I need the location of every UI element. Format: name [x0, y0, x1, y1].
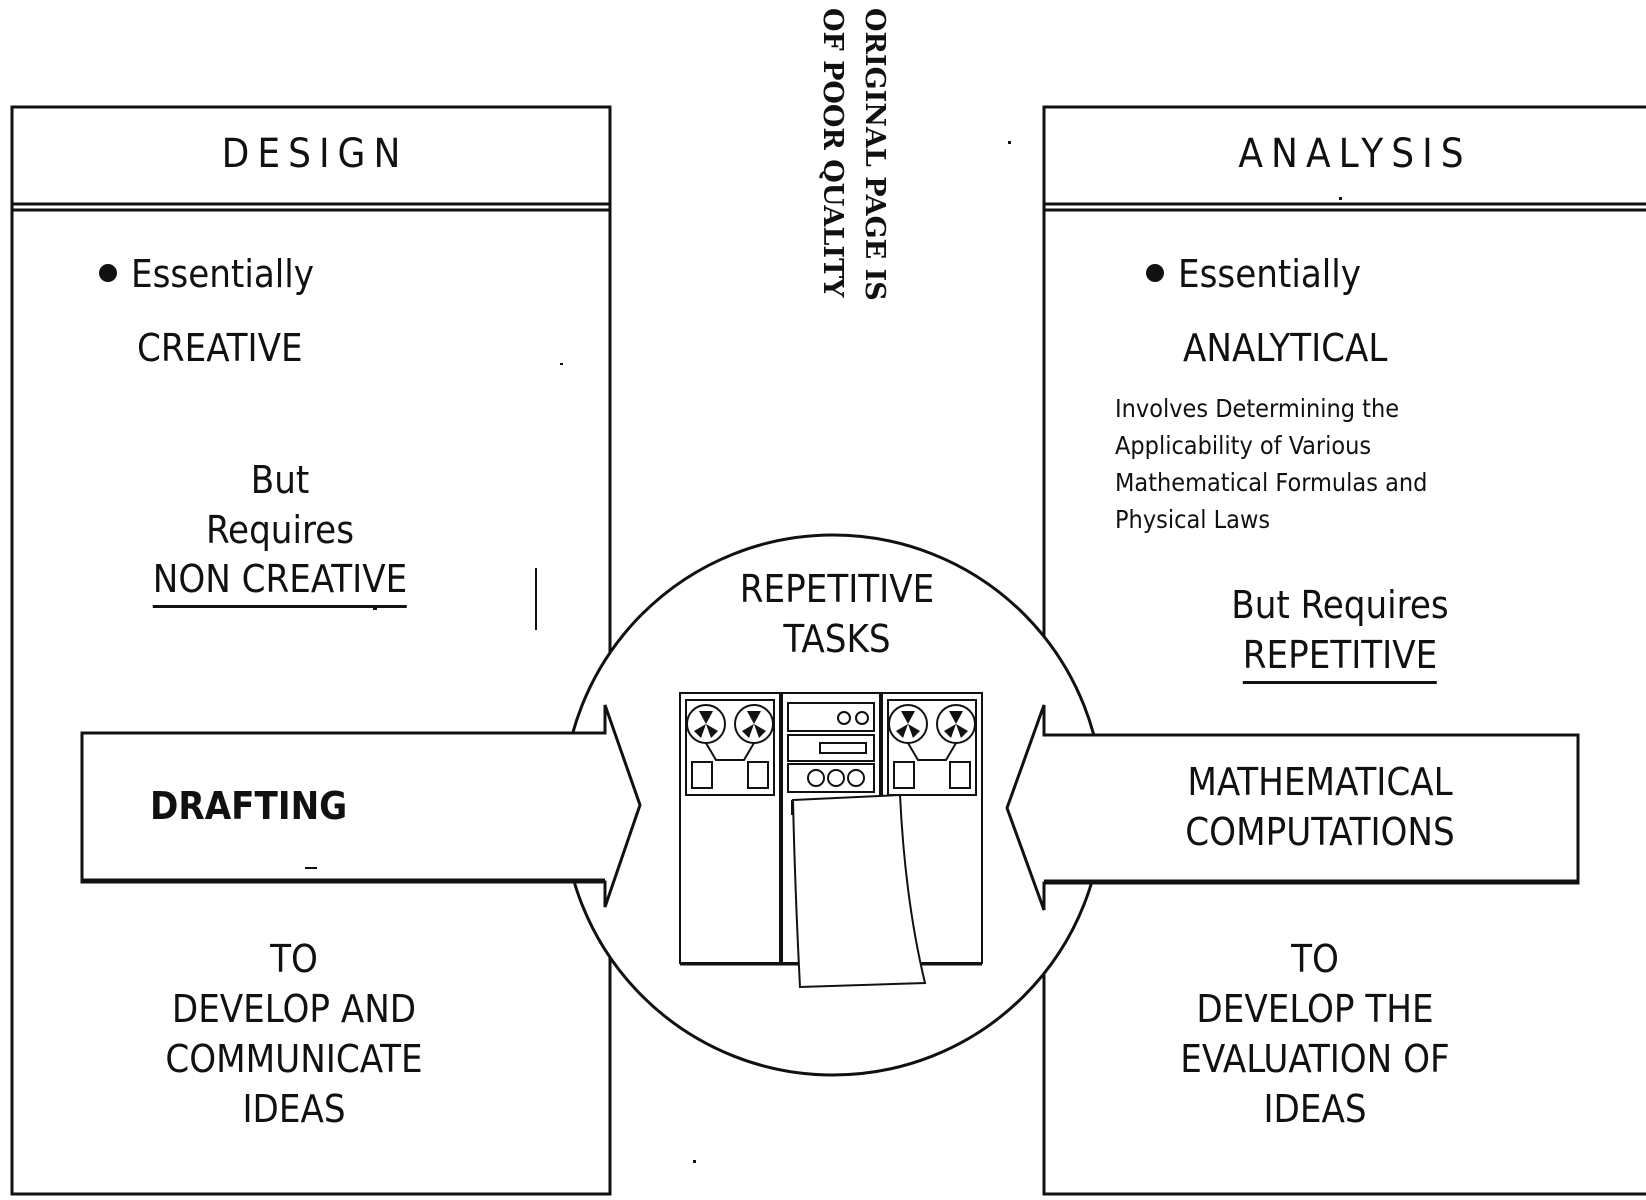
stamp-line-1: ORIGINAL PAGE IS	[859, 8, 890, 301]
analysis-bullet-text: Essentially	[1178, 252, 1362, 296]
design-requires: Requires	[205, 508, 355, 552]
design-goal-line-2: DEVELOP AND	[171, 987, 417, 1031]
analysis-requirement: REPETITIVE	[1242, 633, 1438, 684]
center-label-line-1: REPETITIVE	[739, 567, 935, 611]
stamp-line-2: OF POOR QUALITY	[817, 8, 848, 298]
analysis-goal-line-3: EVALUATION OF	[1180, 1037, 1450, 1081]
design-goal-line-3: COMMUNICATE	[165, 1037, 423, 1081]
design-goal-line-4: IDEAS	[242, 1087, 346, 1131]
design-but: But	[250, 458, 310, 502]
analysis-description: Involves Determining the Applicability o…	[1115, 394, 1428, 534]
design-goal-line-1: TO	[270, 937, 318, 981]
drafting-arrow	[80, 704, 642, 908]
computations-label-line-2: COMPUTATIONS	[1185, 810, 1455, 854]
bullet-icon	[99, 263, 117, 282]
analysis-quality: ANALYTICAL	[1183, 326, 1388, 370]
poor-quality-stamp: ORIGINAL PAGE IS OF POOR QUALITY	[740, 0, 890, 320]
analysis-goal-line-1: TO	[1291, 937, 1339, 981]
computer-illustration	[679, 692, 983, 989]
analysis-bullet-row: Essentially	[1146, 252, 1361, 296]
design-quality: CREATIVE	[137, 326, 303, 370]
design-bullet-text: Essentially	[131, 252, 315, 296]
analysis-goal-line-4: IDEAS	[1263, 1087, 1367, 1131]
design-requirement: NON CREATIVE	[152, 557, 408, 608]
computations-label-line-1: MATHEMATICAL	[1187, 760, 1453, 804]
analysis-header: ANALYSIS	[1238, 131, 1472, 177]
center-label-line-2: TASKS	[783, 617, 891, 661]
design-header: DESIGN	[221, 131, 409, 177]
reel-spokes	[694, 711, 968, 738]
analysis-but-requires: But Requires	[1231, 583, 1449, 627]
bullet-icon	[1146, 263, 1164, 282]
computations-arrow	[1005, 704, 1580, 911]
design-bullet-row: Essentially	[99, 252, 314, 296]
drafting-label: DRAFTING	[150, 784, 348, 828]
scan-marks	[305, 141, 1342, 1163]
analysis-goal-line-2: DEVELOP THE	[1196, 987, 1434, 1031]
